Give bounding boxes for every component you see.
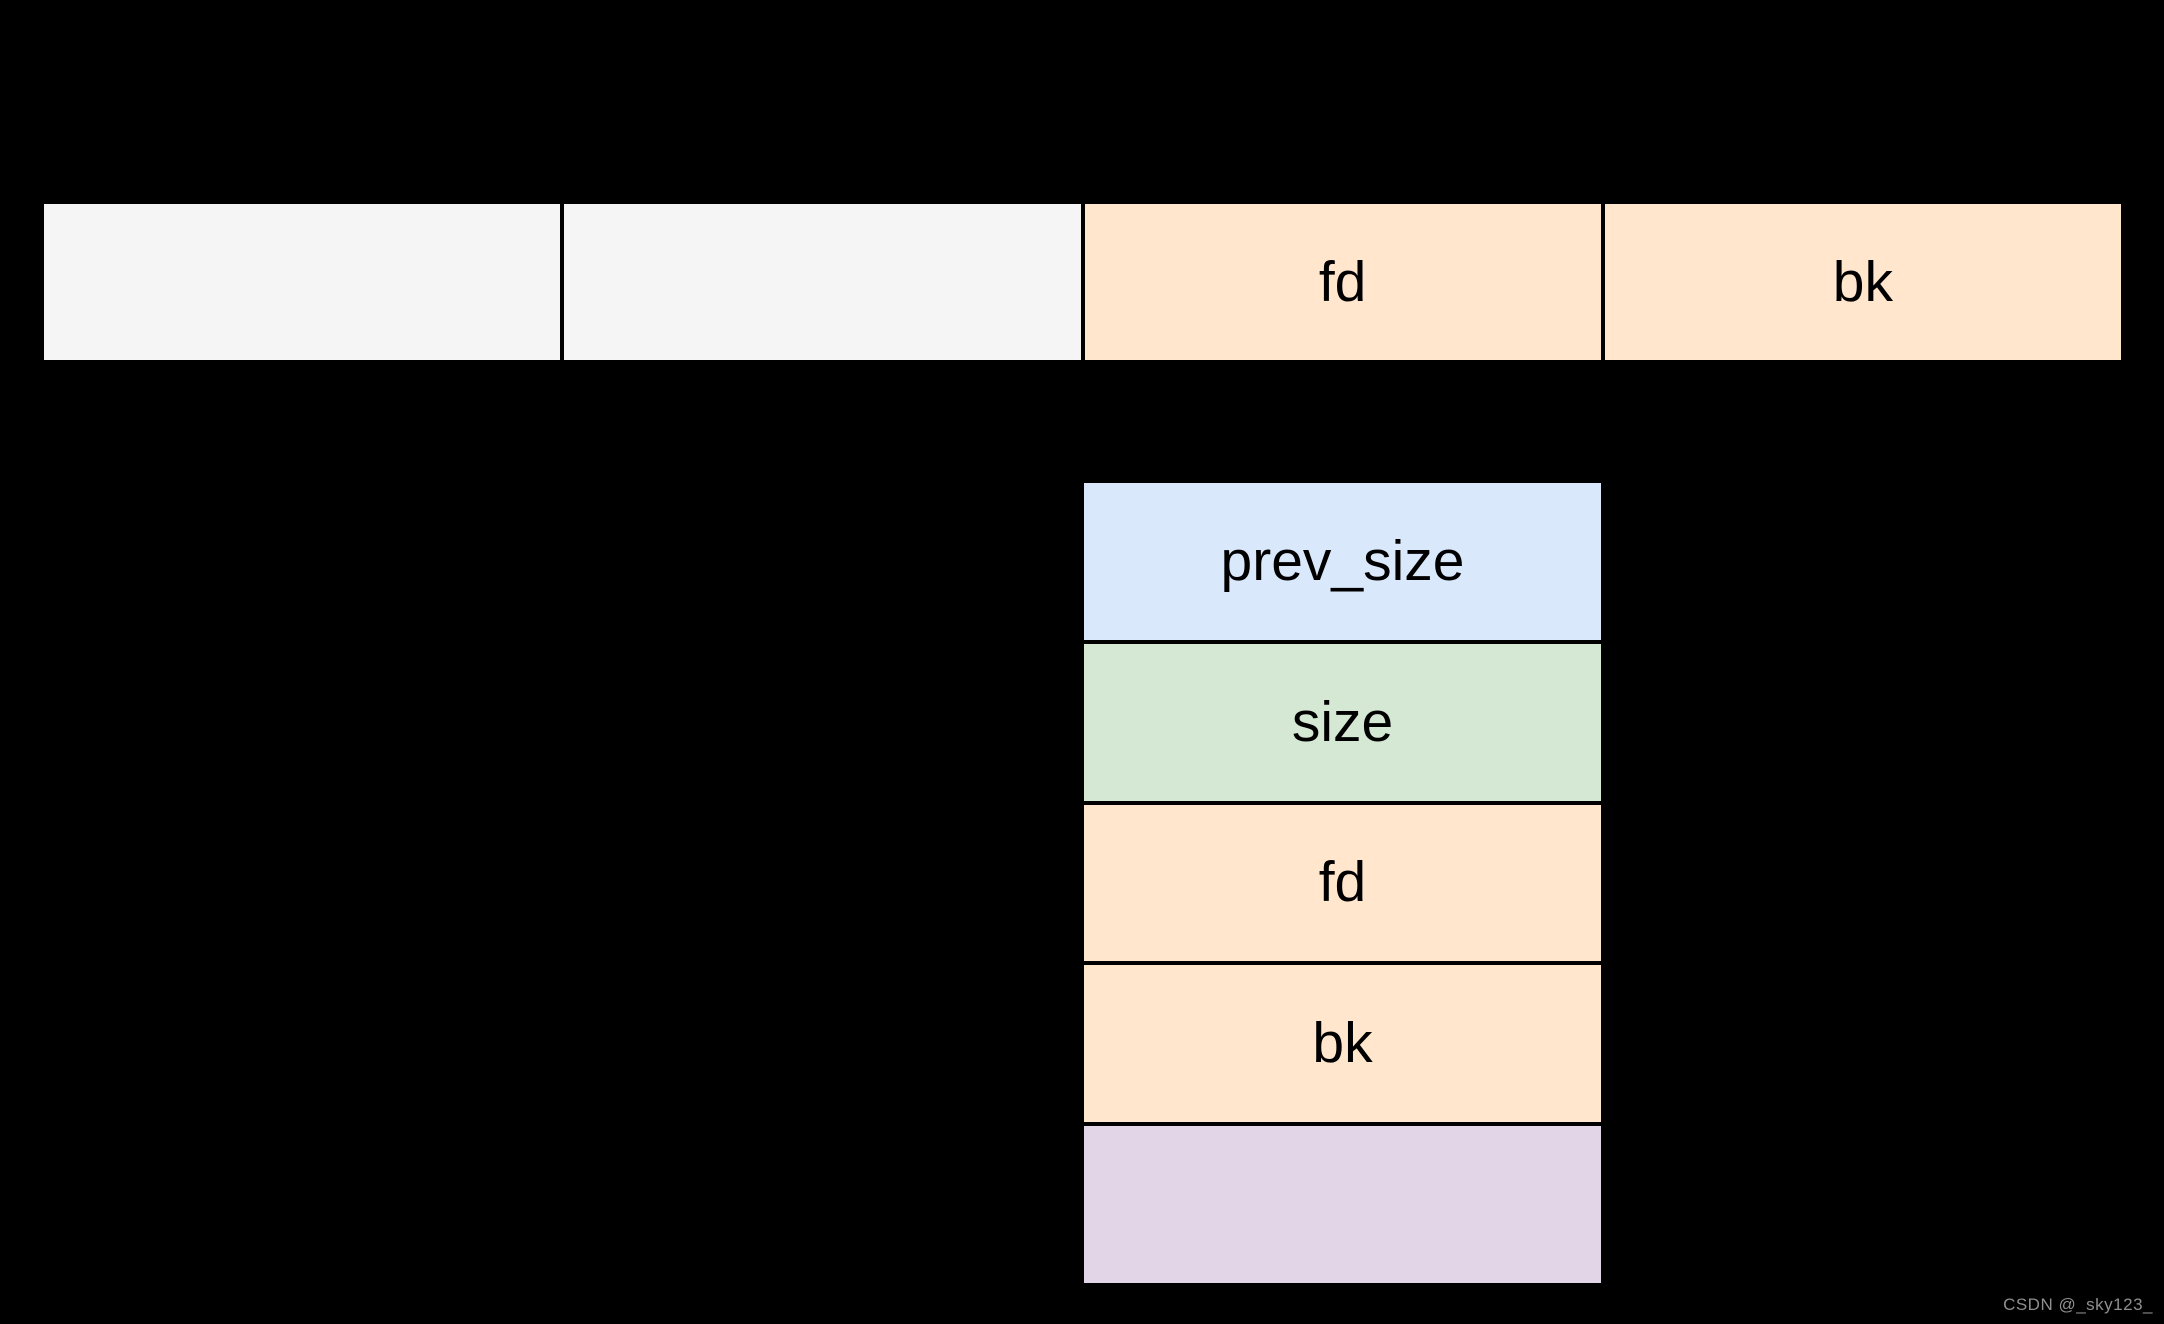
chunk-field-stack: prev_size size fd bk	[1084, 483, 1601, 1283]
top-row-cell-empty-2	[564, 204, 1081, 360]
stack-cell-prev-size: prev_size	[1084, 483, 1601, 640]
top-chunk-row: fd bk	[44, 204, 2121, 360]
stack-cell-bk: bk	[1084, 965, 1601, 1123]
top-row-cell-bk: bk	[1604, 204, 2121, 360]
stack-cell-fd: fd	[1084, 804, 1601, 962]
top-row-cell-fd: fd	[1084, 204, 1601, 360]
stack-cell-size: size	[1084, 643, 1601, 801]
stack-cell-empty	[1084, 1126, 1601, 1283]
csdn-watermark: CSDN @_sky123_	[2003, 1294, 2153, 1314]
top-row-cell-empty-1	[44, 204, 561, 360]
